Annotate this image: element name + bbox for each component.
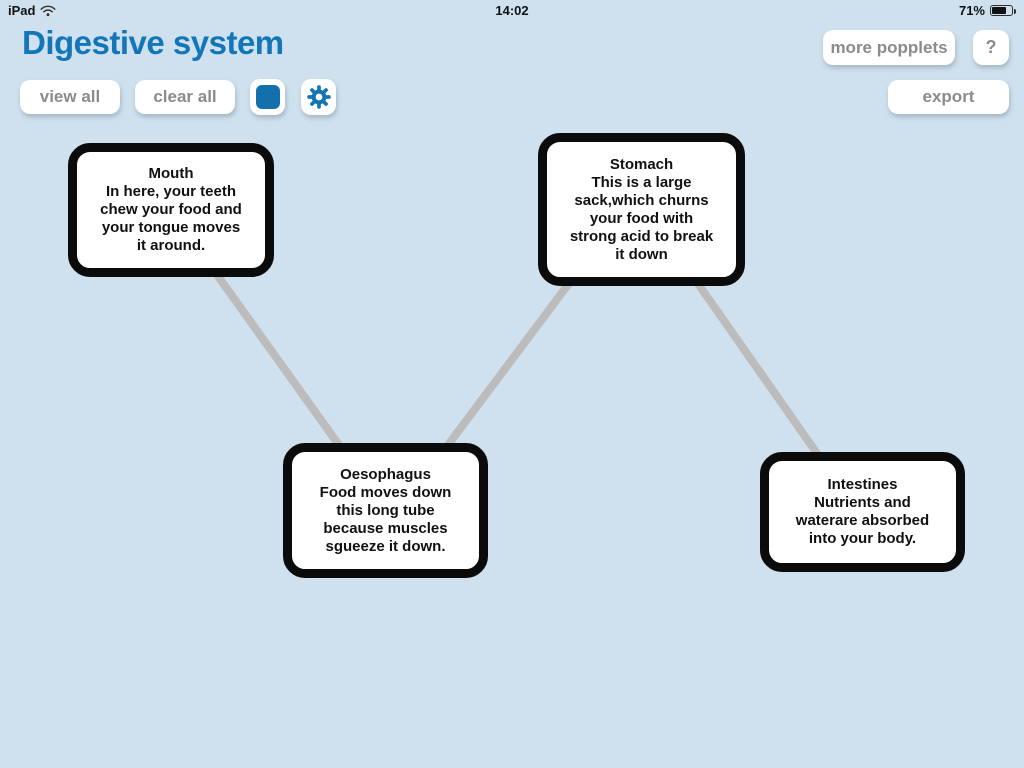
more-popplets-button[interactable]: more popplets: [823, 30, 955, 65]
popple-node-mouth[interactable]: Mouth In here, your teeth chew your food…: [68, 143, 274, 277]
edge-stomach-oesophagus: [438, 275, 577, 456]
gear-icon: [306, 85, 331, 109]
clear-all-button[interactable]: clear all: [135, 80, 235, 114]
edge-mouth-oesophagus: [206, 262, 350, 458]
page-title: Digestive system: [22, 24, 284, 61]
popple-node-intestines[interactable]: Intestines Nutrients and waterare absorb…: [760, 452, 965, 572]
wifi-icon: [40, 5, 56, 16]
status-bar-left: iPad: [8, 3, 56, 18]
view-all-button[interactable]: view all: [20, 80, 120, 114]
clock: 14:02: [495, 3, 529, 18]
export-button[interactable]: export: [888, 80, 1009, 114]
status-bar-right: 71%: [959, 3, 1016, 18]
status-bar: iPad 14:02 71%: [0, 0, 1024, 22]
help-button[interactable]: ?: [973, 30, 1009, 65]
device-label: iPad: [8, 3, 36, 18]
battery-percent-label: 71%: [958, 3, 985, 18]
edge-stomach-intestines: [690, 275, 827, 465]
color-swatch: [255, 85, 280, 109]
popple-node-oesophagus[interactable]: Oesophagus Food moves down this long tub…: [283, 443, 488, 578]
popple-text-mouth: Mouth In here, your teeth chew your food…: [100, 165, 242, 254]
popple-text-intestines: Intestines Nutrients and waterare absorb…: [795, 476, 930, 547]
battery-icon: [990, 5, 1016, 16]
popple-text-stomach: Stomach This is a large sack,which churn…: [569, 155, 714, 263]
popple-text-oesophagus: Oesophagus Food moves down this long tub…: [319, 465, 452, 555]
popple-node-stomach[interactable]: Stomach This is a large sack,which churn…: [538, 133, 745, 286]
settings-button[interactable]: [301, 79, 336, 115]
color-picker-button[interactable]: [250, 79, 285, 115]
battery-nub: [1013, 8, 1016, 14]
battery-fill: [992, 7, 1006, 14]
